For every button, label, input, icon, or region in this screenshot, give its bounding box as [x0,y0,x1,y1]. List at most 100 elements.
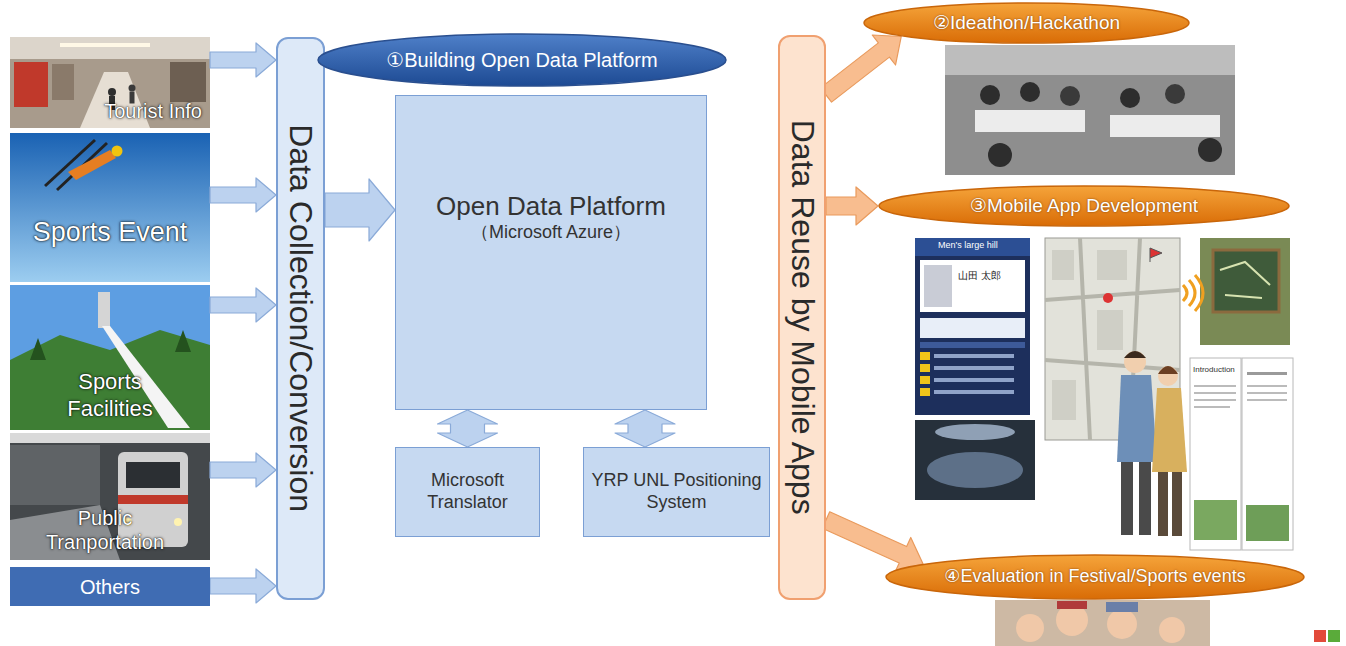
app-rank-mark [920,388,930,396]
text-holder: Microsoft Translator [396,448,539,536]
photo-tile: Public Tranportation [10,433,210,560]
category-box: Others [10,567,210,606]
book-text-line [1247,392,1287,394]
table [1110,115,1220,137]
map-flag [1150,248,1162,262]
book-text-line [1194,385,1236,387]
participant [1060,86,1080,106]
venue-photo [915,420,1035,500]
ellipse-fill [879,186,1289,226]
photo-tile: Sports Facilities [10,285,210,430]
band-title: Data Collection/Conversion [281,125,319,513]
subway-ceiling [10,433,210,443]
app-rank-mark [920,364,930,372]
step-ellipse: ②Ideathon/Hackathon [863,2,1190,44]
venue-floor [927,452,1023,488]
person-leg [1139,460,1151,535]
tree [175,330,191,352]
face [1159,617,1185,643]
subway-wall [10,445,100,505]
app-rank-mark [920,376,930,384]
text-holder: Sports Event [10,133,210,282]
node-text: Public Tranportation [30,506,180,554]
text-holder: ①Building Open Data Platform [317,33,727,87]
shop-front [170,62,206,102]
page-heading: Introduction [1193,366,1235,375]
table [975,110,1085,132]
block-arrow [822,512,923,572]
label-holder: Introduction [1193,366,1235,375]
node-text: Sports Facilities [40,369,180,422]
ellipse-fill [864,3,1189,43]
train-light [174,518,182,526]
map-block [1097,310,1123,350]
subway-photo [10,433,210,560]
service-box: Microsoft Translator [395,447,540,537]
app-screenshot [915,238,1030,415]
board-marking [1220,262,1270,298]
node-text: Open Data Platform [436,191,666,222]
text-holder: ④Evaluation in Festival/Sports events [885,554,1305,600]
room-wall [945,45,1235,75]
process-band: Data Collection/Conversion [276,37,325,600]
node-text: YRP UNL Positioning System [590,470,763,513]
participant [1020,82,1040,102]
label-holder: 山田 太郎 [958,270,1001,281]
block-arrow [826,187,878,225]
step-ellipse: ①Building Open Data Platform [317,33,727,87]
band-title: Data Reuse by Mobile Apps [783,120,821,515]
participant [980,85,1000,105]
service-box: YRP UNL Positioning System [583,447,770,537]
participant [988,143,1012,167]
text-holder: Data Collection/Conversion [278,39,323,598]
hat [1057,601,1087,609]
festival-photo [995,600,1210,646]
block-arrow [210,43,276,77]
step-title: ④Evaluation in Festival/Sports events [944,566,1245,588]
app-list-row [934,378,1014,382]
logo-mark [1314,630,1326,642]
app-result-row [920,318,1025,338]
book-text-line [1247,372,1287,375]
jump-tower [98,292,110,328]
block-arrow [325,179,395,241]
node-text: Tourist Info [104,99,202,123]
map-block [1052,250,1074,280]
face [1016,614,1044,642]
ellipse-fill [318,34,726,86]
participant [1165,84,1185,104]
text-holder: Sports Facilities [10,285,210,430]
train-window [126,462,180,488]
train-stripe [118,495,188,504]
screen-text: 山田 太郎 [958,270,1001,281]
hackathon-photo [945,45,1235,175]
person [108,88,116,96]
facility-photo [10,285,210,430]
hill [10,330,210,430]
label-holder: Men's large hill [938,241,998,251]
text-holder: ③Mobile App Development [878,185,1290,227]
mall-photo [10,37,210,128]
block-arrow [210,453,276,487]
person-hair [1158,366,1178,374]
shop-front [52,64,74,100]
node-text: Others [80,575,140,599]
person-body [1152,388,1187,472]
shop-front [14,62,48,107]
block-arrow [210,569,276,603]
participant [1120,88,1140,108]
hat [1106,602,1138,612]
person [129,85,136,92]
venue-roof [935,424,1015,440]
book-picture [1194,500,1237,540]
participant [1198,138,1222,162]
book-page [1190,358,1241,550]
platform-box: Open Data Platform（Microsoft Azure） [395,95,707,410]
photo-tile: Tourist Info [10,37,210,128]
ski-jump-photo [10,133,210,282]
step-title: ③Mobile App Development [970,195,1198,218]
app-list-row [934,354,1014,358]
step-title: ②Ideathon/Hackathon [933,12,1120,35]
